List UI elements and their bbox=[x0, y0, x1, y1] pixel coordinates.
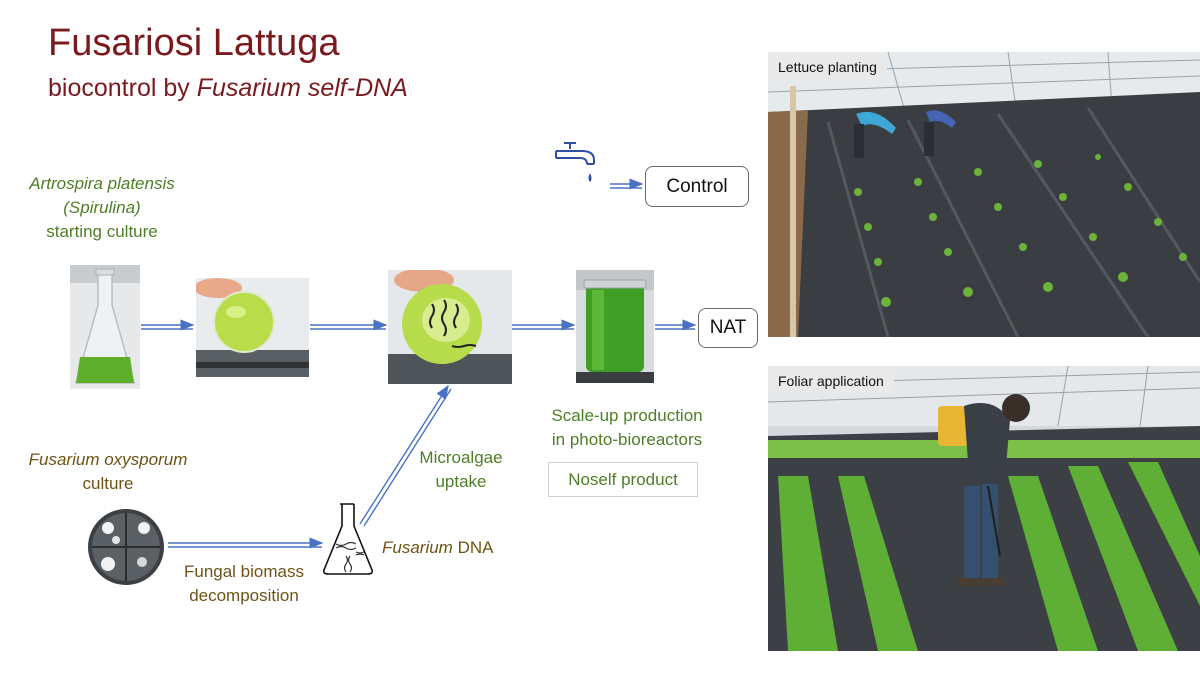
subtitle-emphasis: Fusarium self-DNA bbox=[196, 74, 408, 102]
page-title: Fusariosi Lattuga bbox=[48, 22, 340, 64]
foliar-application-photo bbox=[768, 366, 1200, 651]
flow-arrows bbox=[141, 178, 697, 549]
nat-box: NAT bbox=[698, 308, 758, 348]
sprayer-person bbox=[938, 394, 1030, 586]
decomposition-line-1: Fungal biomass bbox=[183, 562, 304, 581]
scaleup-line-2: in photo-bioreactors bbox=[551, 430, 703, 449]
microalgae-uptake-photo bbox=[388, 270, 512, 384]
decomposition-label: Fungal biomass decomposition bbox=[160, 560, 328, 608]
decomposition-line-2: decomposition bbox=[189, 586, 299, 605]
water-tap-icon bbox=[555, 142, 595, 182]
spirulina-species: Artrospira platensis bbox=[29, 174, 175, 193]
arrow-flask-to-uptake bbox=[310, 319, 388, 331]
fusarium-dna-suffix: DNA bbox=[452, 538, 494, 557]
photobioreactor-photo bbox=[576, 270, 654, 383]
arrow-bioreactor-to-nat bbox=[655, 319, 697, 331]
arrow-fungus-to-dna bbox=[168, 537, 324, 549]
uptake-line-2: uptake bbox=[435, 472, 487, 491]
erlenmeyer-flask-icon bbox=[323, 503, 373, 575]
lettuce-seedlings bbox=[854, 154, 1187, 307]
scaleup-label: Scale-up production in photo-bioreactors bbox=[532, 404, 722, 452]
scaleup-line-1: Scale-up production bbox=[551, 406, 703, 425]
fusarium-dna-label: Fusarium DNA bbox=[382, 536, 493, 560]
arrow-uptake-to-bioreactor bbox=[512, 319, 576, 331]
arrow-tap-to-control bbox=[610, 178, 644, 190]
page-subtitle: biocontrol by Fusarium self-DNA bbox=[48, 74, 408, 103]
spirulina-starting-culture-photo bbox=[70, 265, 140, 389]
arrow-culture-to-flask bbox=[141, 319, 195, 331]
fusarium-stage: culture bbox=[82, 474, 134, 493]
water-drop-icon bbox=[588, 173, 592, 182]
spirulina-common-name: (Spirulina) bbox=[63, 198, 141, 217]
foliar-application-caption: Foliar application bbox=[768, 369, 894, 393]
uptake-line-1: Microalgae bbox=[419, 448, 503, 467]
noself-product-box: Noself product bbox=[548, 462, 698, 497]
workers bbox=[854, 110, 956, 158]
subtitle-prefix: biocontrol by bbox=[48, 74, 197, 102]
uptake-label: Microalgae uptake bbox=[406, 446, 516, 494]
lettuce-planting-photo bbox=[768, 52, 1200, 337]
fusarium-species: Fusarium oxysporum bbox=[28, 450, 188, 469]
fusarium-petri-dish-photo bbox=[86, 508, 166, 586]
dna-strands-icon bbox=[335, 541, 365, 573]
arrow-dna-to-uptake bbox=[359, 384, 452, 527]
spirulina-stage: starting culture bbox=[46, 222, 158, 241]
spirulina-label: Artrospira platensis (Spirulina) startin… bbox=[0, 172, 204, 244]
control-box: Control bbox=[645, 166, 749, 207]
lettuce-planting-caption: Lettuce planting bbox=[768, 55, 887, 79]
spirulina-flask-photo bbox=[196, 278, 309, 377]
fusarium-dna-genus: Fusarium bbox=[382, 538, 453, 557]
fusarium-label: Fusarium oxysporum culture bbox=[20, 448, 196, 496]
